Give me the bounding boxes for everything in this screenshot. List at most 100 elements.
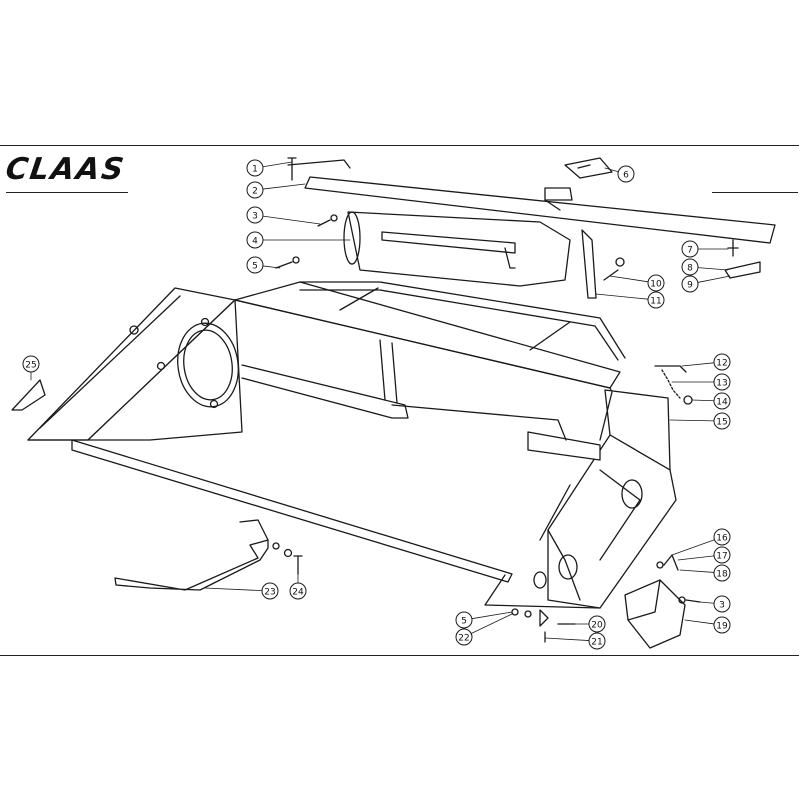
callout-balloon <box>617 165 635 183</box>
callout-c25: 25 <box>22 355 40 381</box>
callout-c3b: 3 <box>699 595 731 613</box>
callout-balloon <box>681 240 699 258</box>
callout-c9: 9 <box>681 275 731 293</box>
callout-number: 23 <box>264 588 275 598</box>
callout-c3: 3 <box>246 206 321 225</box>
callout-balloon <box>261 582 279 600</box>
callout-number: 9 <box>687 281 693 291</box>
leader-line <box>691 399 715 402</box>
callout-balloon <box>246 256 264 274</box>
callout-balloon <box>246 206 264 224</box>
callout-number: 15 <box>716 418 727 428</box>
callout-number: 11 <box>650 297 661 307</box>
callout-c14: 14 <box>691 392 731 410</box>
callout-number: 16 <box>716 534 728 544</box>
callout-c4: 4 <box>246 231 351 249</box>
callout-number: 12 <box>716 359 727 369</box>
callout-c2: 2 <box>246 181 306 199</box>
leader-line <box>470 613 513 634</box>
callout-c20: 20 <box>574 615 606 633</box>
callout-balloon <box>647 274 665 292</box>
leader-line <box>681 362 715 367</box>
callout-number: 24 <box>292 588 304 598</box>
leader-line <box>609 275 649 283</box>
callout-c16: 16 <box>671 528 731 556</box>
leader-line <box>699 601 715 604</box>
callout-number: 22 <box>458 634 469 644</box>
main-frame <box>27 281 677 609</box>
leader-line <box>697 275 731 283</box>
callout-balloon <box>713 353 731 371</box>
callout-number: 13 <box>716 379 727 389</box>
callout-balloon <box>713 528 731 546</box>
callout-c8: 8 <box>681 258 729 276</box>
leader-line <box>604 167 619 173</box>
callout-number: 7 <box>687 246 693 256</box>
callout-balloon <box>588 632 606 650</box>
callout-c13: 13 <box>671 373 731 391</box>
callout-c11: 11 <box>595 291 665 309</box>
leader-line <box>679 569 715 573</box>
leader-line <box>669 419 715 422</box>
callout-balloon <box>681 275 699 293</box>
callout-c21: 21 <box>544 632 606 650</box>
callout-number: 8 <box>687 264 693 274</box>
leader-line <box>262 215 321 225</box>
callout-c19: 19 <box>684 616 731 634</box>
callout-balloon <box>588 615 606 633</box>
callout-balloon <box>647 291 665 309</box>
leader-line <box>684 619 715 625</box>
callout-number: 10 <box>650 280 662 290</box>
callout-number: 25 <box>25 361 36 371</box>
callout-c23: 23 <box>204 582 279 600</box>
callout-number: 2 <box>252 187 258 197</box>
callout-balloon <box>246 231 264 249</box>
logo-underline <box>6 192 128 193</box>
callout-c12: 12 <box>681 353 731 371</box>
callout-balloon <box>22 355 40 373</box>
callout-c5: 5 <box>246 256 281 274</box>
callout-number: 5 <box>252 262 258 272</box>
callout-balloon <box>713 546 731 564</box>
top-bar <box>304 176 776 244</box>
leader-line <box>697 267 729 271</box>
callout-c18: 18 <box>679 564 731 582</box>
callout-balloon <box>289 582 307 600</box>
leader-line <box>671 539 715 556</box>
leader-line <box>595 293 649 300</box>
callout-number: 20 <box>591 621 603 631</box>
roller-cover <box>343 211 571 287</box>
leader-line <box>471 611 513 620</box>
callout-balloon <box>713 392 731 410</box>
leader-line <box>204 587 263 592</box>
callout-c6: 6 <box>604 165 635 183</box>
callout-c5b: 5 <box>455 611 513 629</box>
callout-balloon <box>455 611 473 629</box>
callout-balloon <box>713 412 731 430</box>
callout-number: 5 <box>461 617 467 627</box>
callout-balloon <box>713 595 731 613</box>
leader-line <box>544 637 590 641</box>
callout-number: 1 <box>252 165 258 175</box>
leader-line <box>677 555 715 561</box>
callout-number: 19 <box>716 622 728 632</box>
callout-balloon <box>713 564 731 582</box>
callout-number: 14 <box>716 398 728 408</box>
callout-balloon <box>713 616 731 634</box>
callout-balloon <box>681 258 699 276</box>
callout-c24: 24 <box>289 573 307 600</box>
callout-balloon <box>713 373 731 391</box>
callout-number: 6 <box>623 171 629 181</box>
callout-balloon <box>455 628 473 646</box>
callout-number: 3 <box>252 212 258 222</box>
callout-c15: 15 <box>669 412 731 430</box>
callout-number: 21 <box>591 638 602 648</box>
corner-rule <box>712 192 798 193</box>
leader-line <box>262 183 306 190</box>
callout-balloon <box>246 181 264 199</box>
diagram-frame <box>0 145 799 656</box>
callout-c7: 7 <box>681 240 729 258</box>
callout-number: 18 <box>716 570 728 580</box>
small-hardware <box>11 157 761 649</box>
